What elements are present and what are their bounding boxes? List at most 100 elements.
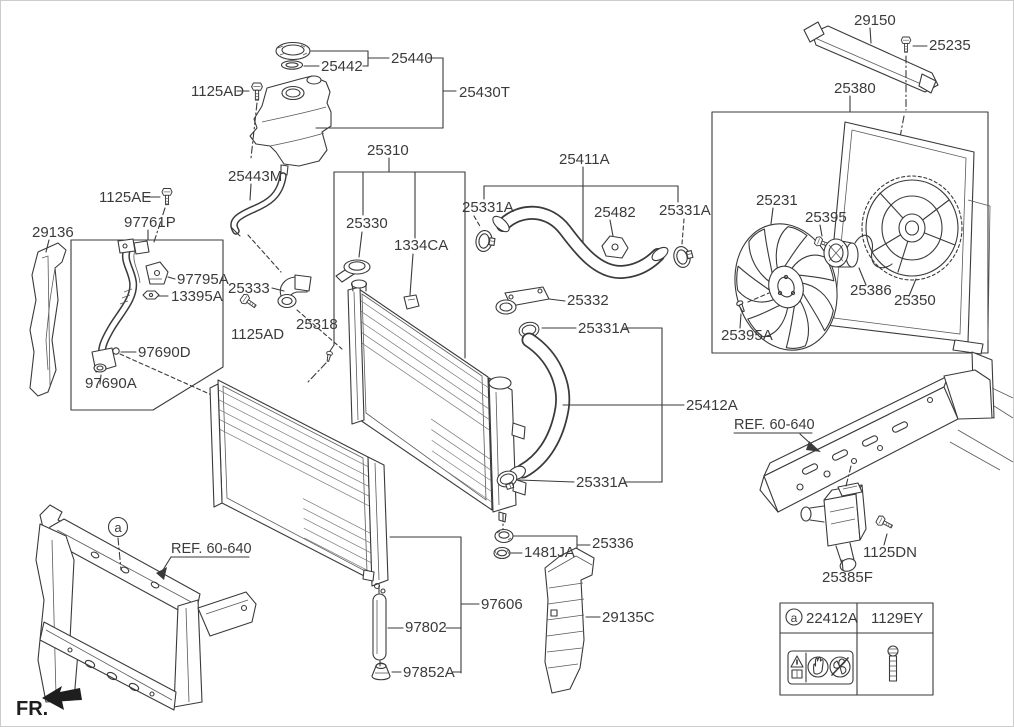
part-label-25443M: 25443M (228, 168, 282, 185)
part-label-25231: 25231 (756, 192, 798, 209)
reservoir-cap (275, 41, 311, 61)
front-end-module: a (35, 504, 257, 711)
part-label-1334CA: 1334CA (394, 237, 448, 254)
part-label-29150: 29150 (854, 12, 896, 29)
condenser-right-column (362, 456, 389, 594)
part-label-1125AD: 1125AD (231, 326, 284, 343)
part-label-25336: 25336 (592, 535, 634, 552)
part-label-29135C: 29135C (602, 609, 655, 626)
part-label-1481JA: 1481JA (524, 544, 575, 561)
clip-97690D (112, 347, 120, 355)
radiator-cap-25330 (343, 231, 371, 275)
part-label-25440: 25440 (391, 50, 433, 67)
part-label-1125DN: 1125DN (863, 544, 917, 561)
part-label-97690D: 97690D (138, 344, 191, 361)
air-guard-29135C (544, 547, 601, 694)
part-label-25442: 25442 (321, 58, 363, 75)
condenser-left-bracket (209, 383, 223, 508)
hose-bracket-25482 (601, 219, 629, 259)
legend-table: a 22412A 1129EY (779, 602, 934, 696)
fan-resistor-25385F (800, 465, 867, 572)
module-lower-member (39, 621, 177, 711)
mounting-clip-1334CA (403, 253, 420, 310)
fan-blade-25231 (734, 207, 838, 351)
drain-plug-group (493, 528, 591, 560)
bracket-97795A (145, 261, 169, 285)
fan-blade-petal (785, 299, 810, 349)
part-label-25386: 25386 (850, 282, 892, 299)
part-label-25318: 25318 (296, 316, 338, 333)
reference-label-REF. 60-640: REF. 60-640 (734, 417, 815, 433)
part-label-25482: 25482 (594, 204, 636, 221)
upper-radiator-hose-25411A (492, 205, 669, 279)
part-label-25395: 25395 (805, 209, 847, 226)
front-side-member (733, 351, 1014, 572)
fan-blade-petal (790, 254, 835, 282)
fan-blade-petal (800, 282, 834, 332)
fan-blade-petal (747, 304, 789, 338)
fan-assembly-box-25380 (711, 21, 991, 355)
drain-washer-1481JA (493, 546, 511, 560)
part-label-25330: 25330 (346, 215, 388, 232)
water-inlet-fitting-25333 (238, 274, 343, 350)
fan-shroud-25350 (825, 121, 991, 355)
legend-marker-letter: a (791, 611, 798, 625)
part-label-1125AD: 1125AD (191, 83, 244, 100)
part-label-1125AE: 1125AE (99, 189, 151, 206)
assembly-marker-letter: a (114, 520, 122, 535)
reservoir-cap-gasket (280, 60, 304, 70)
part-label-97606: 97606 (481, 596, 523, 613)
part-label-25235: 25235 (929, 37, 971, 54)
part-label-25331A: 25331A (578, 320, 630, 337)
legend-bolt-icon (887, 645, 899, 682)
upper-radiator-hose-group (473, 166, 696, 279)
outlet-fitting-25332 (495, 286, 566, 315)
fan-caution-icon (829, 656, 851, 678)
part-label-25411A: 25411A (559, 151, 610, 168)
part-label-25331A: 25331A (659, 202, 711, 219)
part-label-13395A: 13395A (171, 288, 223, 305)
part-label-25350: 25350 (894, 292, 936, 309)
caution-label-icons (787, 650, 854, 685)
part-label-25395A: 25395A (721, 327, 773, 344)
drier-cap-97852A (371, 662, 391, 681)
part-label-25331A: 25331A (462, 199, 514, 216)
ac-pipe-box-97761P (70, 188, 224, 411)
receiver-drier-97802 (372, 593, 387, 661)
fan-blade-petal (736, 265, 776, 303)
part-label-25333: 25333 (228, 280, 270, 297)
part-label-97795A: 97795A (177, 271, 229, 288)
module-side-arm (197, 591, 257, 637)
part-label-25380: 25380 (834, 80, 876, 97)
fan-motor-25386 (823, 234, 893, 286)
part-label-25332: 25332 (567, 292, 609, 309)
part-label-25310: 25310 (367, 142, 409, 159)
nut-13395A (142, 290, 160, 300)
air-guard-29136 (29, 239, 67, 397)
lower-hose-group (494, 286, 685, 493)
front-direction-indicator: FR. (16, 686, 82, 720)
part-label-25385F: 25385F (822, 569, 873, 586)
part-label-97852A: 97852A (403, 664, 455, 681)
assembly-marker-a-circle (107, 516, 129, 538)
module-right-pillar (173, 599, 203, 708)
part-label-25331A: 25331A (576, 474, 628, 491)
hand-caution-icon (807, 656, 829, 678)
lower-radiator-hose-25412A (508, 332, 571, 481)
reservoir-tank (249, 75, 332, 176)
legend-part-1129EY: 1129EY (871, 610, 923, 627)
legend-part-22412A: 22412A (806, 610, 858, 627)
front-direction-arrow-icon (42, 686, 82, 710)
coolant-reservoir-assembly (230, 41, 457, 273)
reference-label-REF. 60-640: REF. 60-640 (171, 541, 252, 557)
warning-triangle-icon (790, 655, 804, 668)
part-label-97690A: 97690A (85, 375, 137, 392)
drain-plug-25336 (494, 528, 514, 544)
fan-blade-petal (775, 226, 808, 270)
part-label-97761P: 97761P (124, 214, 176, 231)
part-label-97802: 97802 (405, 619, 447, 636)
